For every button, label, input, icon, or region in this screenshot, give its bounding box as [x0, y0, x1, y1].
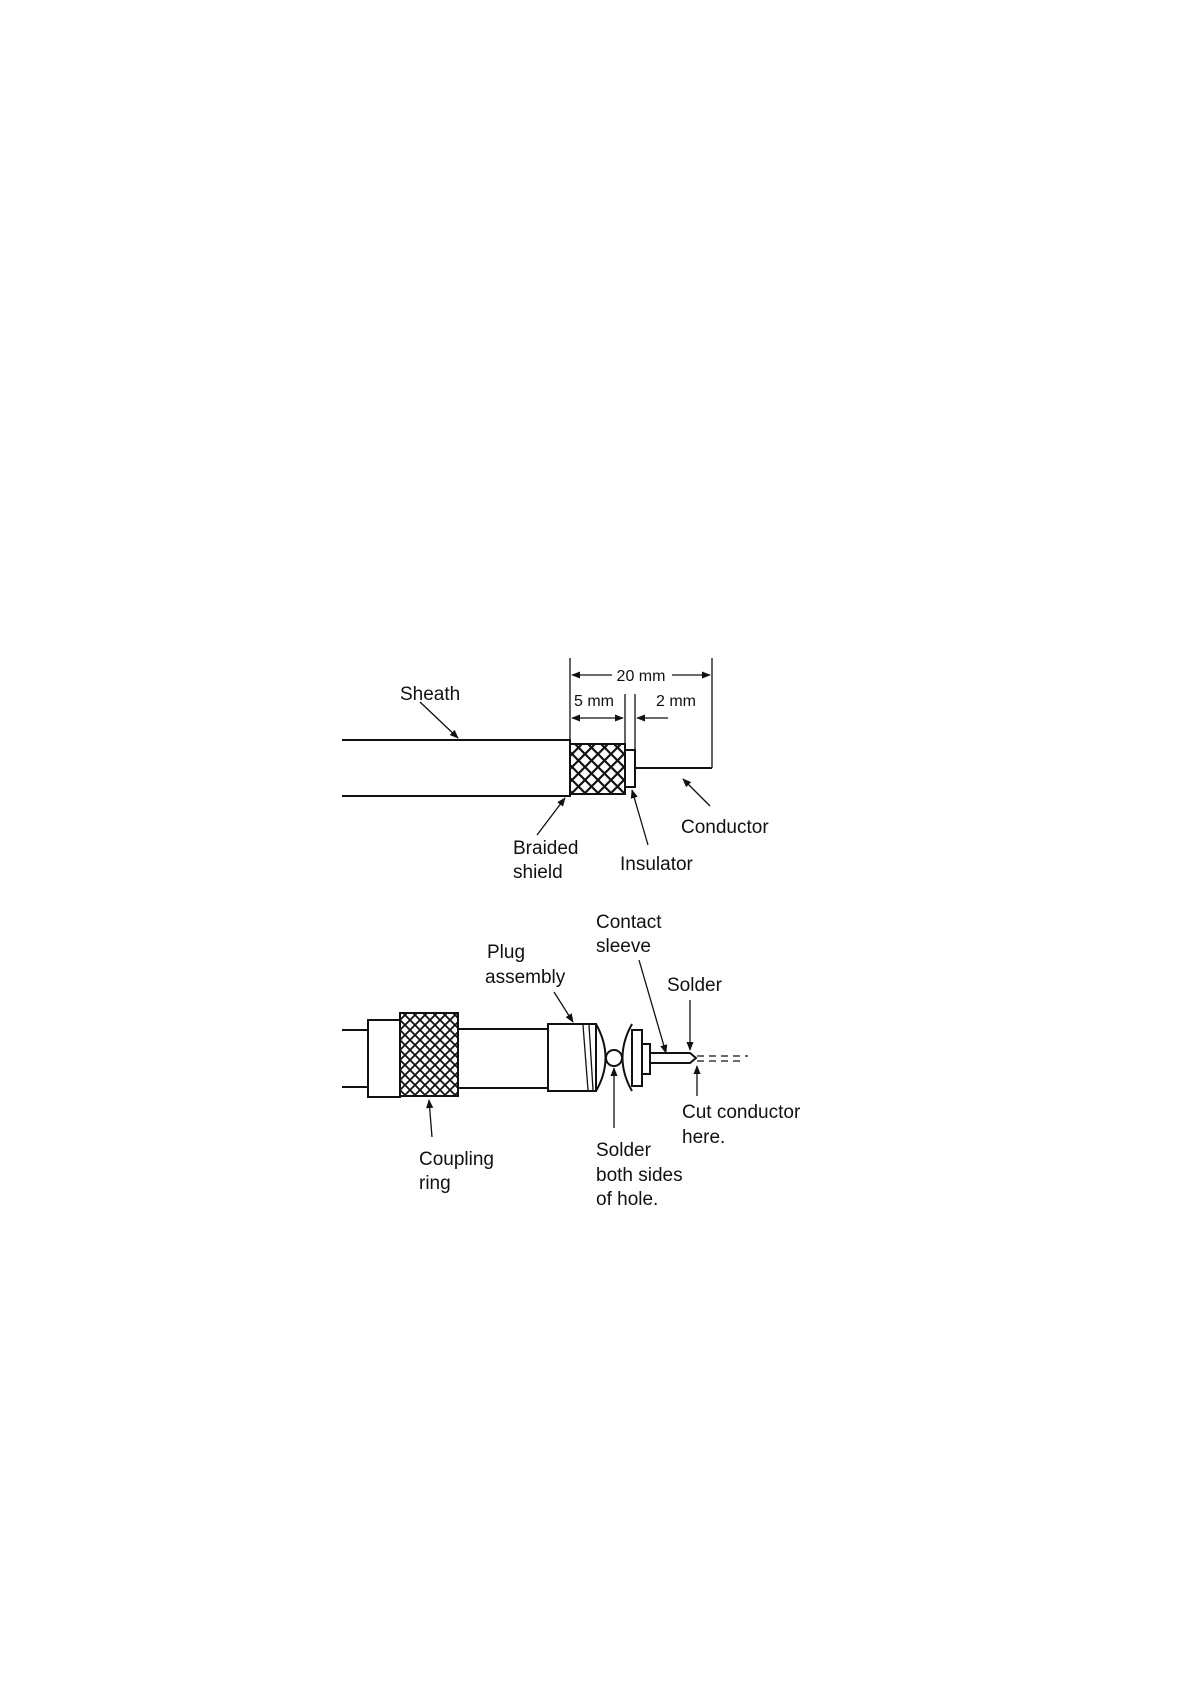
label-solder-hole-2: both sides: [596, 1165, 683, 1186]
top-leaders: [420, 702, 710, 845]
body-tube-shape: [458, 1029, 548, 1088]
insulator-shape: [625, 750, 635, 787]
label-solder-hole-1: Solder: [596, 1140, 652, 1161]
ferrule-shape: [368, 1020, 400, 1097]
label-braided-shield-1: Braided: [513, 838, 579, 859]
coupling-ring-shape: [400, 1013, 458, 1096]
label-cut-conductor-2: here.: [682, 1127, 725, 1148]
solder-hole-shape: [606, 1050, 622, 1066]
label-plug-assembly-1: Plug: [487, 942, 525, 963]
dimension-insulator: 2 mm: [656, 693, 696, 710]
label-coupling-ring-2: ring: [419, 1173, 451, 1194]
dimension-shield: 5 mm: [574, 693, 614, 710]
stripped-cable: [342, 740, 712, 796]
label-cut-conductor-1: Cut conductor: [682, 1102, 801, 1123]
braided-shield-shape: [570, 744, 625, 794]
dimension-overall: 20 mm: [617, 668, 666, 685]
assembled-plug: [342, 1013, 748, 1097]
label-solder: Solder: [667, 975, 723, 996]
sheath-shape: [342, 740, 570, 796]
plug-assembly-shape: [548, 1024, 596, 1091]
label-solder-hole-3: of hole.: [596, 1189, 658, 1210]
label-sheath: Sheath: [400, 684, 460, 705]
label-conductor: Conductor: [681, 817, 769, 838]
label-insulator: Insulator: [620, 854, 694, 875]
label-coupling-ring-1: Coupling: [419, 1149, 494, 1170]
label-plug-assembly-2: assembly: [485, 967, 566, 988]
label-contact-sleeve-2: sleeve: [596, 936, 651, 957]
contact-sleeve-shape: [650, 1053, 696, 1063]
label-contact-sleeve-1: Contact: [596, 912, 662, 933]
label-braided-shield-2: shield: [513, 862, 563, 883]
